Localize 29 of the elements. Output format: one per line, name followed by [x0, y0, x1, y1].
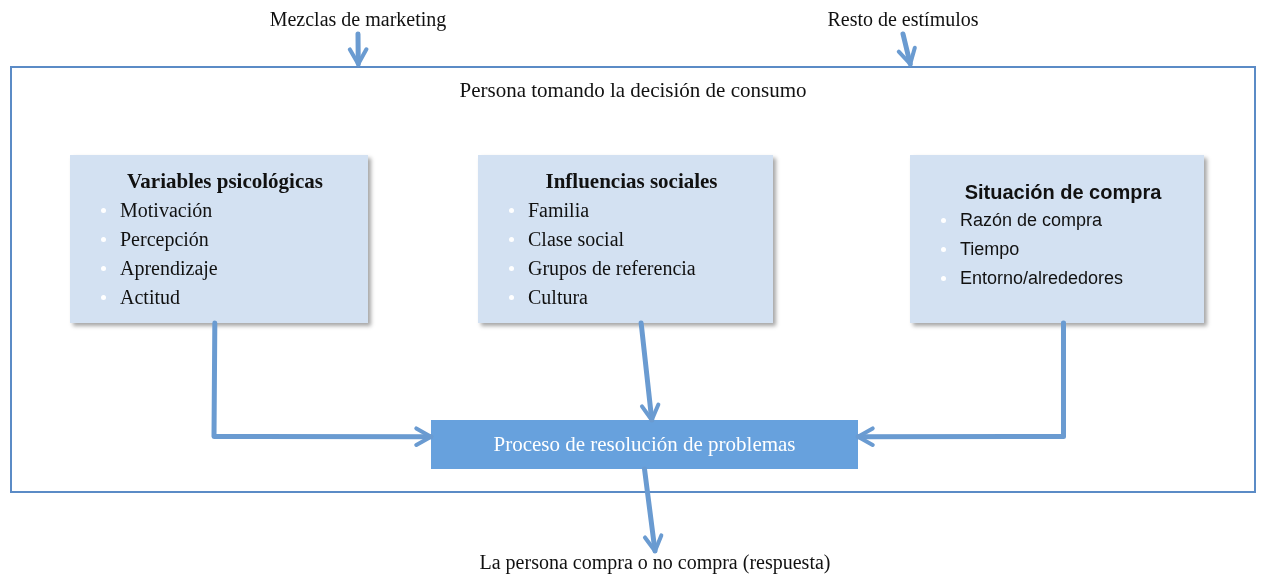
list-item: Grupos de referencia	[506, 254, 696, 283]
list-item: Aprendizaje	[98, 254, 218, 283]
list-item: Familia	[506, 196, 590, 225]
box-heading: Influencias sociales	[544, 169, 719, 194]
list-item: Actitud	[98, 283, 180, 312]
box-heading: Persona tomando la decisión de consumo	[458, 78, 808, 103]
list-item: Percepción	[98, 225, 209, 254]
category-box	[70, 155, 368, 323]
arrow	[211, 320, 434, 447]
list-item: Tiempo	[938, 235, 1020, 264]
list-item: Entorno/alrededores	[938, 264, 1124, 293]
stimulus-label: Resto de estímulos	[778, 8, 1028, 34]
arrow	[638, 320, 661, 423]
arrow	[855, 320, 1066, 447]
category-box	[478, 155, 773, 323]
list-item: Cultura	[506, 283, 588, 312]
box-heading: Variables psicológicas	[126, 169, 324, 194]
arrow	[896, 31, 917, 67]
box-heading: Situación de compra	[963, 181, 1163, 204]
stimulus-label: Mezclas de marketing	[228, 8, 488, 34]
response-label: La persona compra o no compra (respuesta)	[395, 551, 915, 577]
arrow	[347, 31, 369, 67]
process-box: Proceso de resolución de problemas	[431, 420, 858, 469]
list-item: Clase social	[506, 225, 625, 254]
frame-box	[10, 66, 1256, 493]
arrow	[642, 466, 664, 554]
list-item: Motivación	[98, 196, 213, 225]
category-box	[910, 155, 1204, 323]
list-item: Razón de compra	[938, 206, 1103, 235]
